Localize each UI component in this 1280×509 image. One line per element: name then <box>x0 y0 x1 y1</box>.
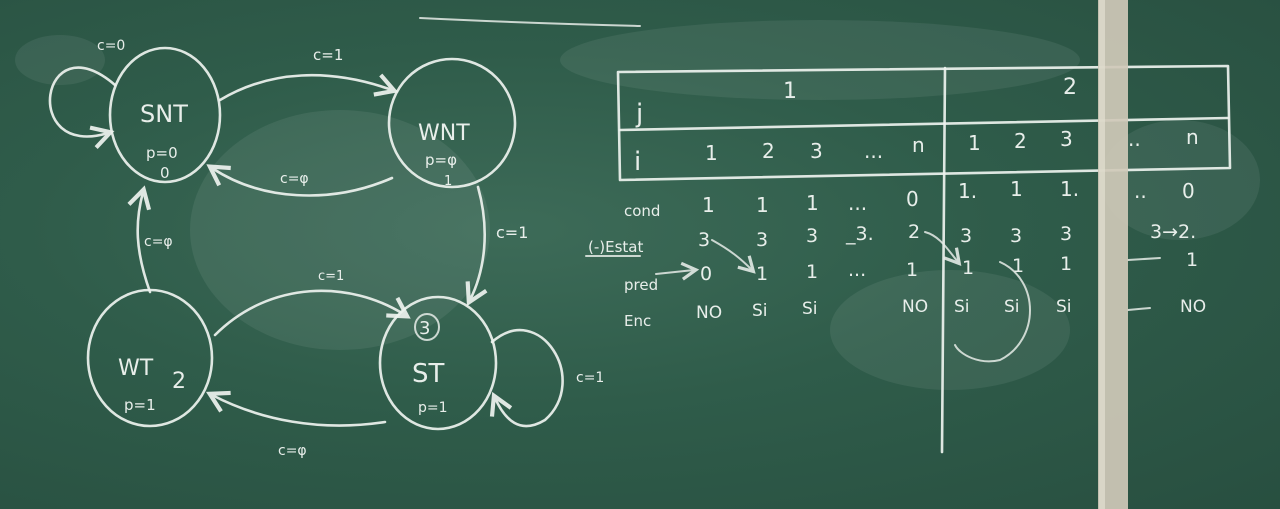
pred-cell: ... <box>848 259 866 281</box>
svg-text:c=φ: c=φ <box>280 171 309 187</box>
svg-text:c=0: c=0 <box>97 38 125 54</box>
estat-cell: _3. <box>845 223 874 245</box>
eraser-smudge <box>190 110 490 350</box>
enc-cell: NO <box>696 303 722 323</box>
cond-cell: 1 <box>702 193 715 217</box>
group-2-header: 2 <box>1063 75 1077 100</box>
transition-wt-to-snt: c=φ <box>127 185 173 294</box>
pred-cell: 1 <box>1060 253 1072 275</box>
state-number: 3 <box>419 318 430 339</box>
eraser-smudge <box>830 270 1070 390</box>
state-label: ST <box>412 359 445 389</box>
i-label: i <box>634 147 641 177</box>
state-number: 0 <box>160 164 170 182</box>
state-snt: SNT p=0 0 <box>108 46 222 184</box>
cond-cell: 1. <box>958 179 977 203</box>
transition-snt-to-wnt: c=1 <box>218 46 399 102</box>
i-cell: .. <box>1128 127 1141 151</box>
enc-cell: Si <box>1056 297 1072 317</box>
cond-cell: ... <box>848 191 867 215</box>
i-cell: 3 <box>810 139 823 163</box>
estat-cell: 3 <box>756 229 768 251</box>
estat-cell: 3 <box>960 225 972 247</box>
cond-cell: .. <box>1134 179 1147 203</box>
svg-text:c=1: c=1 <box>318 269 344 284</box>
estat-cell: 2 <box>908 221 920 243</box>
pred-cell: 1 <box>906 259 918 281</box>
state-prob: p=1 <box>124 396 156 414</box>
pred-cell: 1 <box>1012 255 1024 277</box>
svg-text:c=φ: c=φ <box>144 234 173 250</box>
i-cell: 3 <box>1060 127 1073 151</box>
i-cell: 2 <box>762 139 775 163</box>
eraser-smudge <box>560 20 1080 100</box>
eraser-smudge <box>15 35 105 85</box>
state-prob: p=0 <box>146 144 178 162</box>
transition-st-to-wt: c=φ <box>205 390 387 459</box>
enc-cell: NO <box>902 297 928 317</box>
state-prob: p=φ <box>425 151 457 169</box>
estat-cell: 3→2. <box>1150 221 1196 243</box>
svg-text:c=1: c=1 <box>496 223 528 242</box>
state-label: SNT <box>140 100 188 128</box>
cond-cell: 0 <box>906 187 919 211</box>
estat-cell: 3 <box>1010 225 1022 247</box>
cond-cell: 1. <box>1060 177 1079 201</box>
state-prob: p=1 <box>418 400 448 416</box>
state-wt: WT p=1 2 <box>86 288 214 428</box>
j-label: j <box>635 99 643 129</box>
pred-cell: 1 <box>806 261 818 283</box>
enc-cell: Si <box>1004 297 1020 317</box>
estat-cell: 3 <box>1060 223 1072 245</box>
row-label-pred: pred <box>624 276 658 294</box>
estat-cell: 3 <box>806 225 818 247</box>
state-wnt: WNT p=φ 1 <box>387 57 517 189</box>
tape-strip <box>1098 0 1128 509</box>
row-label-cond: cond <box>624 202 660 220</box>
eraser-smudge <box>1100 120 1260 240</box>
row-label-estat: (-)Estat <box>588 238 643 256</box>
pred-cell: 1 <box>1186 249 1198 271</box>
cond-cell: 1 <box>756 193 769 217</box>
transition-st-self: c=1 <box>489 328 604 428</box>
state-st: 3 ST p=1 <box>378 295 498 431</box>
pred-cell: 1 <box>756 263 768 285</box>
cond-cell: 0 <box>1182 179 1195 203</box>
transition-wnt-to-st: c=1 <box>465 185 528 307</box>
i-cell: ... <box>864 139 883 163</box>
svg-text:c=1: c=1 <box>313 46 343 64</box>
cond-cell: 1 <box>806 191 819 215</box>
pred-cell: 0 <box>700 263 712 285</box>
state-number: 1 <box>444 174 452 189</box>
history-table: j 1 2 i 1 2 3 ... n 1 2 3 .. n cond (-)E… <box>585 64 1232 454</box>
enc-cell: Si <box>802 299 818 319</box>
i-cell: 2 <box>1014 129 1027 153</box>
enc-cell: Si <box>954 297 970 317</box>
cond-cell: 1 <box>1010 177 1023 201</box>
transition-snt-self: c=0 <box>48 38 125 149</box>
state-label: WT <box>118 356 154 381</box>
i-cell: n <box>912 133 925 157</box>
state-number: 2 <box>172 369 186 394</box>
pred-cell: 1 <box>962 257 974 279</box>
svg-text:c=φ: c=φ <box>278 443 307 459</box>
state-label: WNT <box>418 121 470 146</box>
i-cell: 1 <box>968 131 981 155</box>
enc-cell: Si <box>752 301 768 321</box>
estat-cell: 3 <box>698 229 710 251</box>
group-1-header: 1 <box>783 79 797 104</box>
transition-wnt-to-snt: c=φ <box>206 164 394 197</box>
i-cell: 1 <box>705 141 718 165</box>
i-cell: n <box>1186 125 1199 149</box>
row-label-enc: Enc <box>624 312 651 330</box>
transition-wt-to-st: c=1 <box>213 269 411 337</box>
svg-text:c=1: c=1 <box>576 370 604 386</box>
enc-cell: NO <box>1180 297 1206 317</box>
